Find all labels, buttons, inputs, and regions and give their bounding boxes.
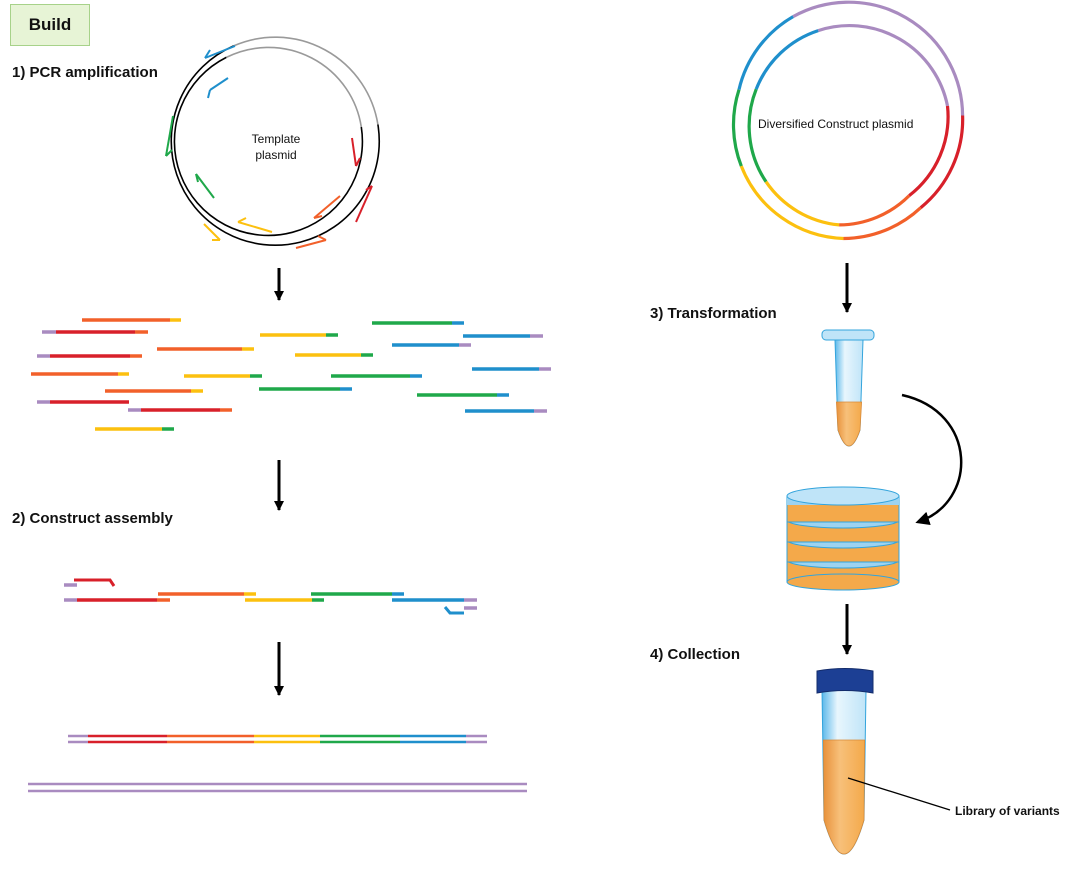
diversified-plasmid-label: Diversified Construct plasmid: [758, 117, 914, 131]
build-badge: Build: [10, 4, 90, 46]
library-callout-line: [847, 777, 951, 811]
transformation-tube: [821, 329, 875, 447]
primer-red-outer: [355, 185, 373, 223]
diversified-inner-green: [747, 88, 768, 183]
primer-blue-outer-tip: [204, 49, 211, 59]
step-collection: 4) Collection: [650, 646, 741, 663]
primer-green-outer: [165, 115, 174, 157]
diversified-inner-orange: [839, 194, 911, 227]
template-label-line2: plasmid: [255, 148, 297, 162]
diversified-outer-red: [919, 115, 965, 209]
pcr-fragments: [31, 318, 551, 431]
tube-cap-rim: [821, 329, 875, 341]
diversified-inner-purple: [817, 23, 950, 107]
primer-orange-outer-tip: [317, 235, 327, 241]
template-plasmid: [165, 36, 381, 249]
primer-blue-inner: [209, 77, 229, 91]
diversified-outer-orange: [843, 206, 922, 241]
primer-yellow-inner-tip: [237, 217, 247, 223]
primer-red-outer-tip: [365, 185, 373, 191]
template-label-line1: Template: [251, 132, 301, 146]
diversified-inner-yellow: [764, 180, 840, 227]
primer-orange-outer: [295, 239, 327, 249]
diversified-outer-yellow: [739, 165, 844, 241]
primer-yellow-outer: [203, 223, 221, 241]
primer-blue-inner-tip: [207, 89, 211, 99]
assembly-blue-primer: [443, 606, 464, 615]
diversified-outer-blue: [737, 15, 794, 90]
collection-tube-liquid: [822, 739, 866, 855]
template-inner-grey-arc: [225, 46, 363, 128]
primer-blue-outer: [204, 45, 236, 59]
assembled-construct: [28, 734, 527, 793]
primer-green-outer-tip: [165, 149, 173, 157]
primer-green-inner-tip: [195, 173, 199, 183]
primer-red-inner-tip: [355, 157, 361, 167]
template-inner-black-arc: [173, 56, 364, 237]
collection-tube: [816, 668, 951, 855]
primer-orange-inner: [313, 195, 341, 219]
tube-liquid: [835, 401, 863, 447]
arrow-tube-to-plates: [901, 393, 963, 526]
plate-1: [786, 486, 900, 523]
step-pcr-amplification: 1) PCR amplification: [12, 64, 158, 81]
plate-4-bottom: [786, 573, 900, 591]
primer-red-inner: [351, 137, 357, 167]
primer-yellow-inner: [237, 221, 273, 233]
primer-orange-inner-tip: [313, 215, 323, 219]
collection-tube-cap: [816, 668, 874, 694]
library-of-variants-label: Library of variants: [955, 804, 1060, 818]
step-transformation: 3) Transformation: [650, 305, 777, 322]
diversified-outer-purple: [792, 0, 965, 116]
plate-1-top: [786, 486, 900, 506]
primer-green-inner: [195, 173, 215, 199]
template-outer-grey-arc: [233, 36, 379, 125]
diversified-outer-green: [731, 89, 743, 167]
template-outer-black-arc: [170, 45, 381, 246]
assembly-red-primer: [74, 578, 116, 587]
diversified-inner-red: [908, 105, 950, 197]
plate-stack: [786, 486, 900, 591]
template-plasmid-label: Template plasmid: [236, 131, 316, 163]
diversified-plasmid: [731, 0, 965, 241]
step-construct-assembly: 2) Construct assembly: [12, 510, 173, 527]
diversified-inner-blue: [754, 29, 819, 90]
assembly-fragments: [64, 578, 477, 615]
